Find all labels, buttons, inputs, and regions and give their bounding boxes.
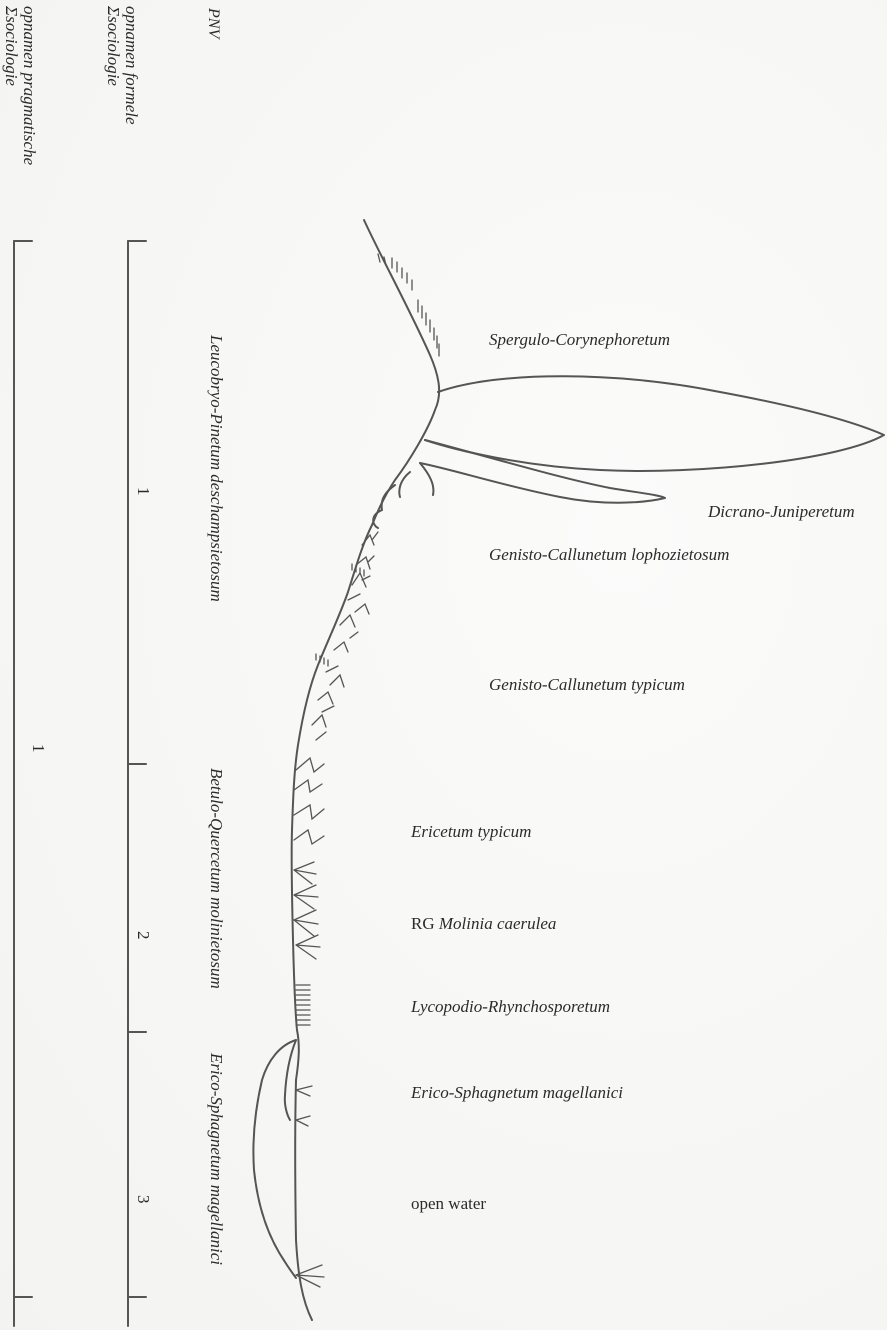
label-open-water: open water [411,1194,486,1214]
label-genisto-typicum: Genisto-Callunetum typicum [489,675,685,695]
label-dicrano: Dicrano-Juniperetum [708,502,855,522]
heath-mounds [373,463,433,528]
bog-plants [296,1086,324,1287]
bog-inner [285,1040,296,1120]
label-molinia: RG Molinia caerulea [411,914,556,934]
label-molinia-prefix: RG [411,914,439,933]
bog-basin [253,1040,296,1278]
label-ericetum: Ericetum typicum [411,822,531,842]
heather-shrubs [312,532,378,740]
label-molinia-name: Molinia caerulea [439,914,557,933]
pragmatic-bracket [14,241,32,1326]
label-lycopodio: Lycopodio-Rhynchosporetum [411,997,610,1017]
dune-shape-upper [425,376,884,471]
molinia-tufts [294,862,320,959]
label-spergulo: Spergulo-Corynephoretum [489,330,670,350]
formal-bracket [128,241,146,1326]
label-erico-sphagnetum: Erico-Sphagnetum magellanici [411,1083,623,1103]
rhynchospora-strokes [296,985,310,1025]
ericetum-tufts [294,758,324,844]
label-genisto-lophozietosum: Genisto-Callunetum lophozietosum [489,545,729,565]
